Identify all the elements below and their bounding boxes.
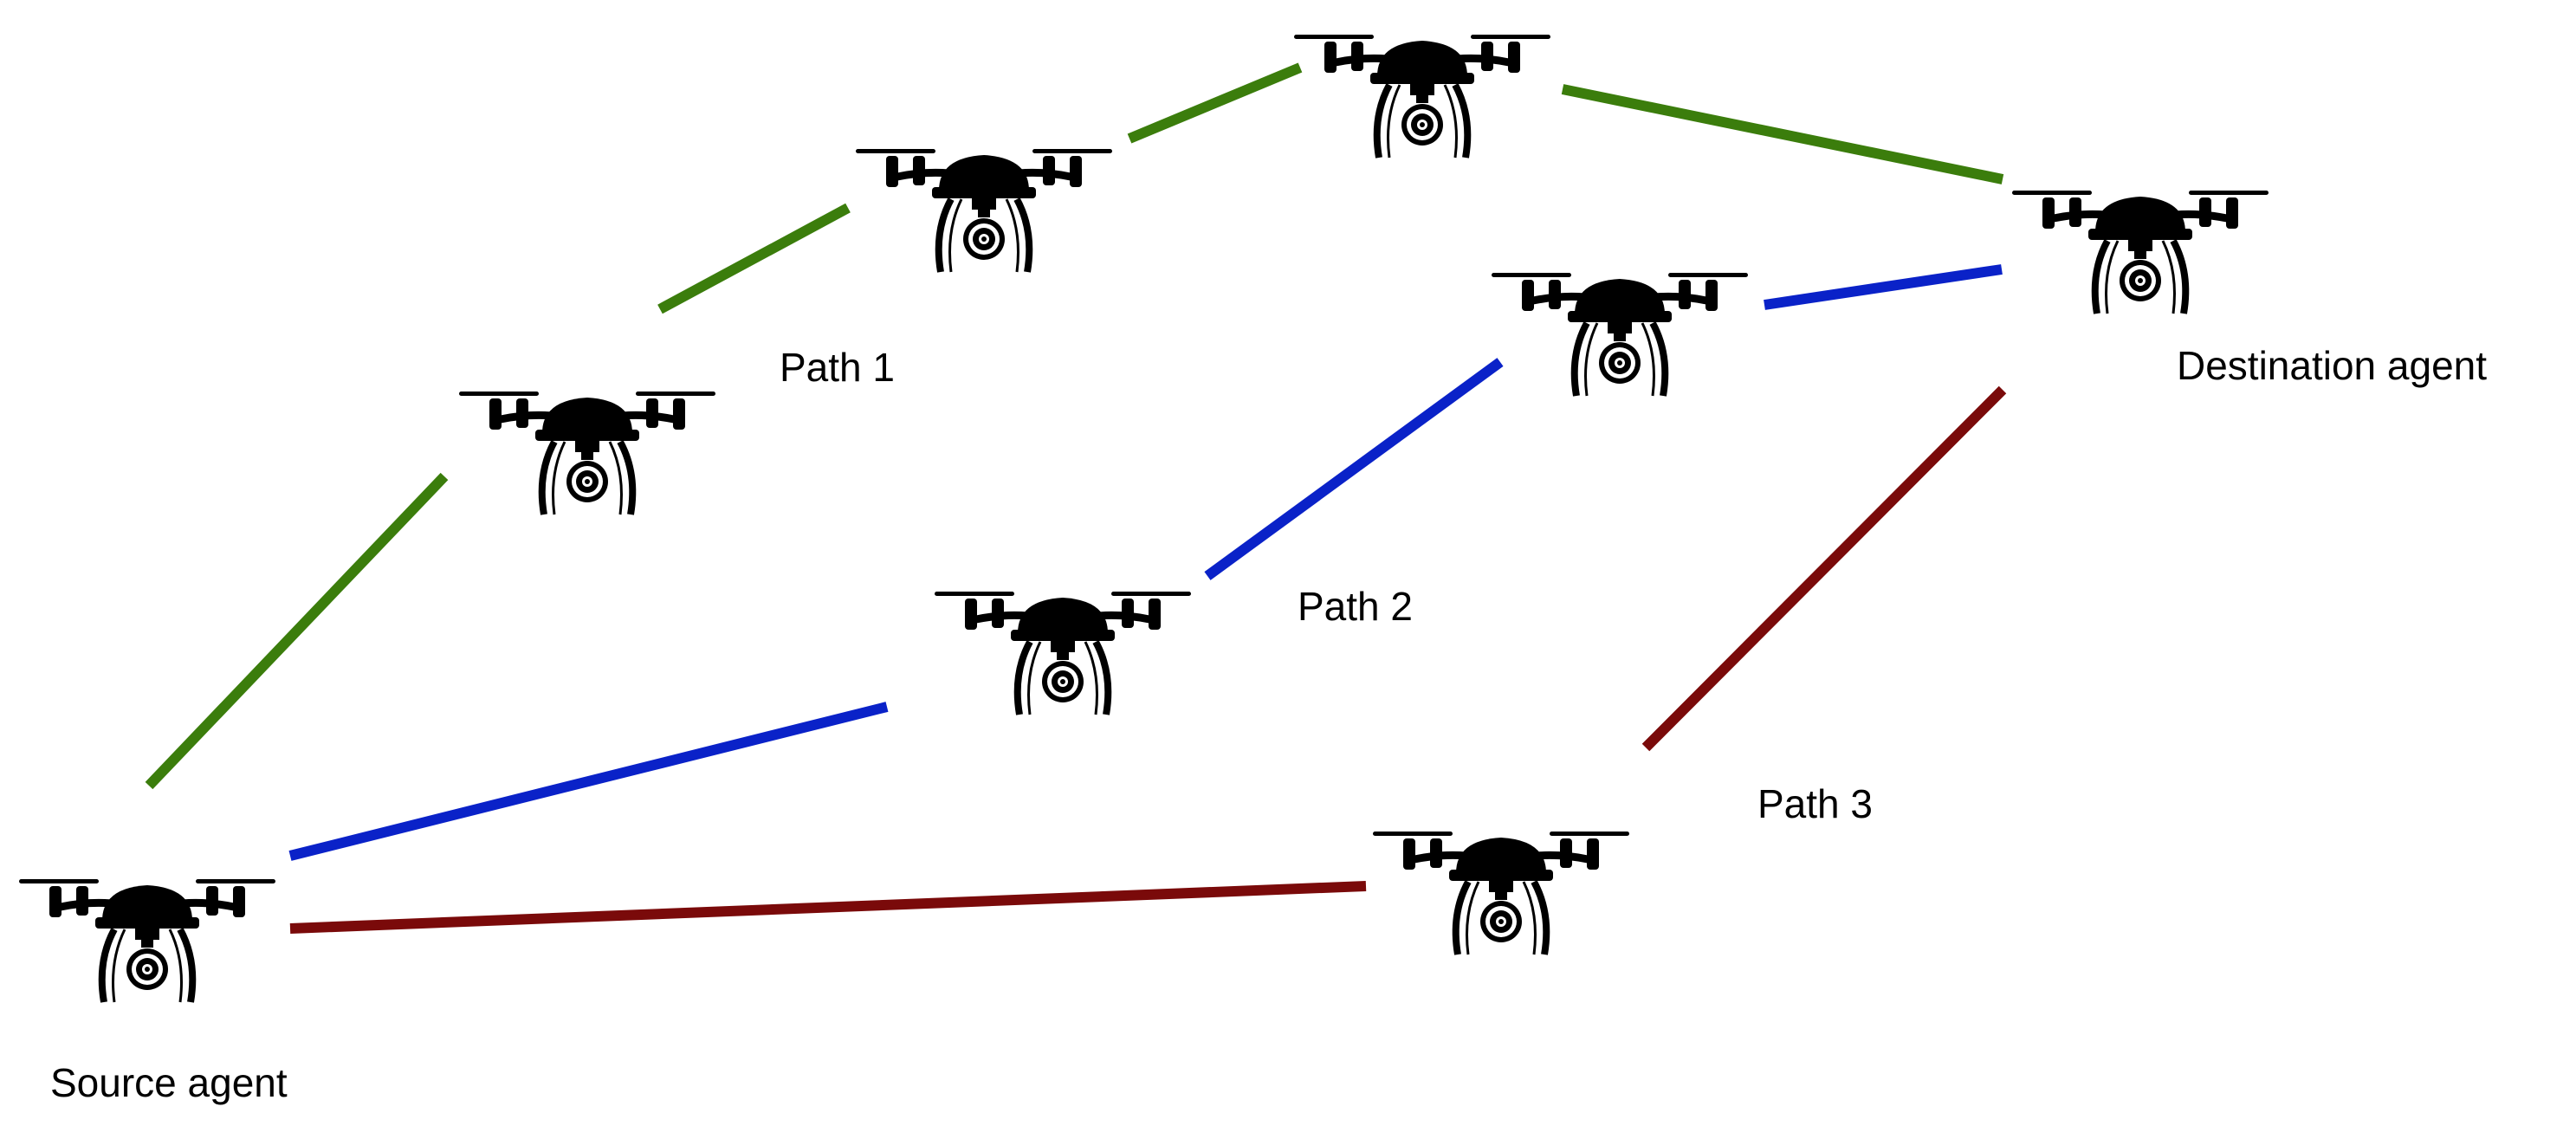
path3-link-1 — [289, 881, 1367, 934]
connection-lines — [145, 62, 2007, 934]
path1-link-1 — [145, 472, 449, 790]
drone-icon-p2-relay-1 — [935, 592, 1191, 715]
drone-icon-p3-relay-1 — [1373, 832, 1629, 955]
path2-link-3 — [1764, 264, 2003, 310]
path1-link-2 — [657, 203, 851, 314]
path-2-label: Path 2 — [1298, 584, 1413, 629]
drone-icon-p1-relay-3 — [1294, 35, 1550, 158]
drone-nodes — [19, 35, 2269, 1002]
source-agent-label: Source agent — [50, 1060, 288, 1105]
drone-icon-p1-relay-2 — [856, 149, 1112, 272]
path-3-label: Path 3 — [1757, 781, 1873, 826]
drone-icon-p2-relay-2 — [1492, 273, 1748, 396]
path2-link-1 — [288, 702, 889, 861]
drone-icon-source — [19, 879, 275, 1002]
path1-link-4 — [1561, 84, 2004, 184]
drone-icon-p1-relay-1 — [459, 392, 715, 514]
path-1-label: Path 1 — [780, 345, 895, 390]
path3-link-2 — [1641, 385, 2007, 752]
path2-link-2 — [1204, 358, 1504, 580]
drone-icon-destination — [2012, 191, 2269, 314]
path1-link-3 — [1127, 62, 1303, 144]
destination-agent-label: Destination agent — [2177, 343, 2487, 388]
